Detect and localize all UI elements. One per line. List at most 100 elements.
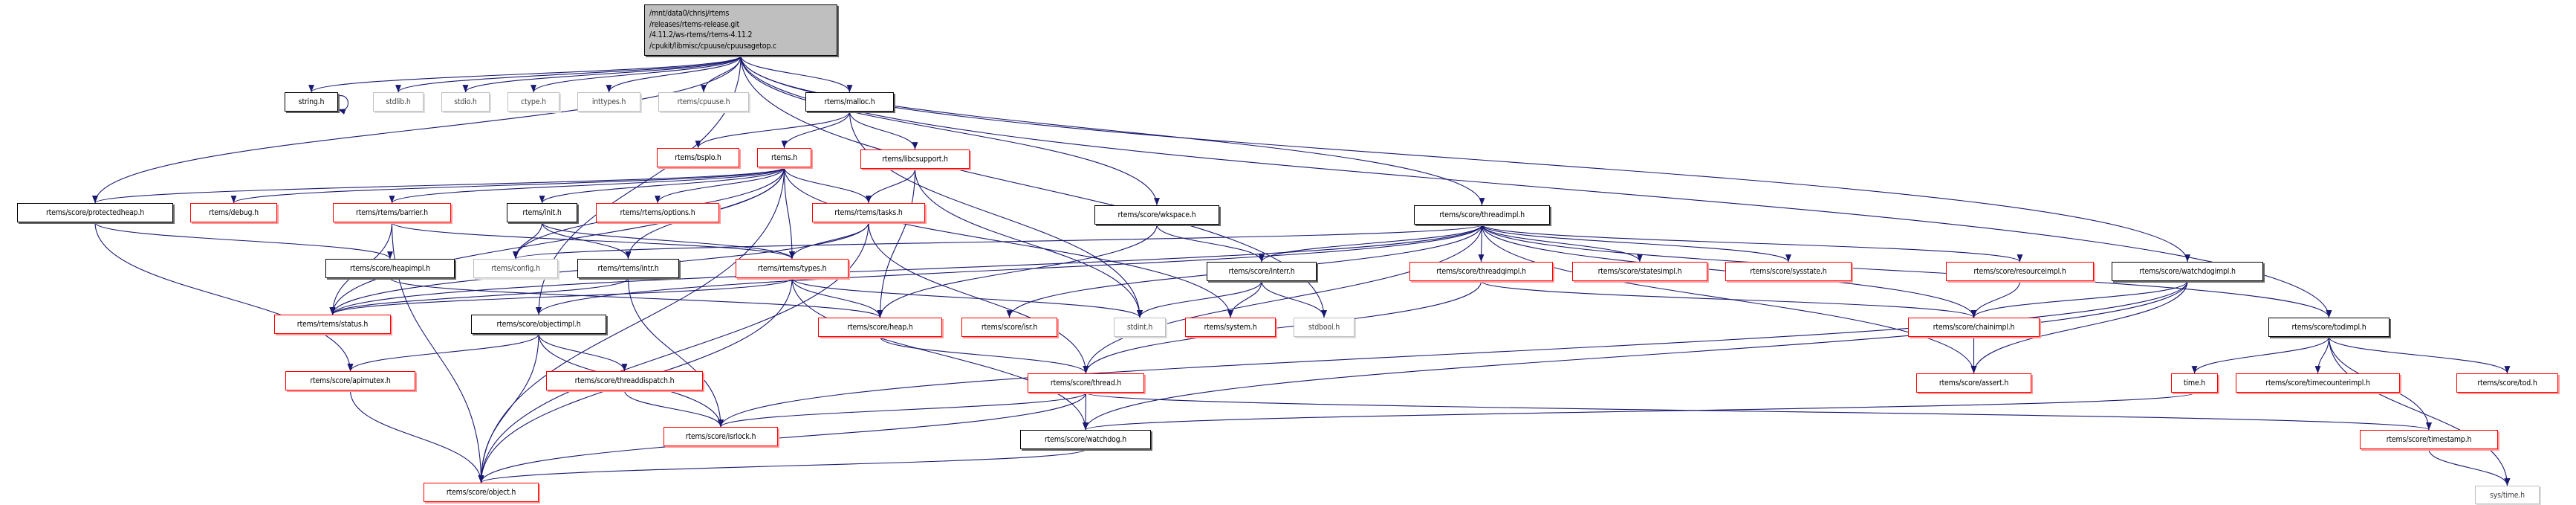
edge-watchdogimpl-to-watchdog — [1083, 280, 2188, 431]
edge-root-to-string — [308, 55, 742, 93]
edge-malloc-to-libcsupport — [849, 111, 918, 150]
node-tasks[interactable]: rtems/rtems/tasks.h — [812, 203, 925, 222]
edge-protectedheap-to-apimutex — [94, 222, 354, 372]
node-watchdog[interactable]: rtems/score/watchdog.h — [1020, 430, 1151, 449]
node-stdio[interactable]: stdio.h — [441, 92, 490, 112]
node-object[interactable]: rtems/score/object.h — [424, 483, 539, 502]
edge-malloc-to-bspio — [695, 111, 851, 149]
edge-apimutex-to-object — [349, 390, 484, 483]
node-threadimpl[interactable]: rtems/score/threadimpl.h — [1414, 205, 1550, 225]
edge-heap-to-thread — [879, 336, 1089, 374]
edge-rtemsh-to-init — [539, 167, 785, 204]
edge-root-to-wkspace — [740, 55, 1160, 206]
edge-tasks-to-thread — [868, 222, 1089, 374]
node-sysstate[interactable]: rtems/score/sysstate.h — [1725, 262, 1852, 281]
edge-threadqimpl-to-chainimpl — [1480, 280, 1977, 318]
edge-root-to-inttypes — [606, 55, 742, 93]
edge-types-to-watchdog — [791, 277, 1089, 431]
node-protectedheap[interactable]: rtems/score/protectedheap.h — [17, 203, 173, 222]
node-apimutex[interactable]: rtems/score/apimutex.h — [285, 371, 415, 390]
node-config[interactable]: rtems/config.h — [473, 259, 558, 278]
edge-thread-to-timestamp — [1085, 392, 2432, 431]
edge-types-to-status — [329, 277, 793, 315]
node-threaddispatch[interactable]: rtems/score/threaddispatch.h — [546, 371, 703, 390]
edge-intr-to-status — [329, 277, 629, 315]
node-statesimpl[interactable]: rtems/score/statesimpl.h — [1572, 262, 1707, 281]
node-root[interactable]: /mnt/data0/chrisj/rtems /releases/rtems-… — [644, 4, 837, 56]
edge-todimpl-to-systime — [2328, 336, 2511, 486]
edge-rtemsh-to-barrier — [389, 167, 785, 204]
node-resourceimpl[interactable]: rtems/score/resourceimpl.h — [1946, 262, 2094, 281]
edge-threadimpl-to-sysstate — [1481, 224, 1791, 263]
edge-root-to-ctype — [531, 55, 742, 93]
edge-wkspace-to-interr — [1156, 224, 1265, 263]
edge-root-to-stdlib — [395, 55, 742, 93]
edge-rtemsh-to-object — [478, 167, 785, 483]
edge-timestamp-to-systime — [2428, 448, 2511, 486]
node-stdbool[interactable]: stdbool.h — [1294, 318, 1354, 337]
node-objectimpl[interactable]: rtems/score/objectimpl.h — [471, 315, 606, 334]
node-wkspace[interactable]: rtems/score/wkspace.h — [1094, 205, 1219, 225]
node-types[interactable]: rtems/rtems/types.h — [736, 259, 849, 278]
node-todimpl[interactable]: rtems/score/todimpl.h — [2268, 318, 2390, 337]
edge-rtemsh-to-debug — [230, 167, 785, 204]
node-barrier[interactable]: rtems/rtems/barrier.h — [333, 203, 451, 222]
edge-libcsupport-to-stdint — [914, 168, 1143, 318]
node-bspio[interactable]: rtems/bspIo.h — [657, 148, 739, 167]
edge-rtemsh-to-protectedheap — [92, 167, 785, 204]
edge-threadimpl-to-resourceimpl — [1481, 224, 2023, 263]
node-assert[interactable]: rtems/score/assert.h — [1916, 373, 2031, 393]
node-libcsupport[interactable]: rtems/libcsupport.h — [860, 149, 970, 169]
node-debug[interactable]: rtems/debug.h — [190, 203, 277, 222]
node-cpuuse[interactable]: rtems/cpuuse.h — [658, 92, 749, 112]
node-time[interactable]: time.h — [2171, 373, 2218, 393]
edge-rtemsh-to-tasks — [783, 167, 872, 204]
node-tod[interactable]: rtems/score/tod.h — [2456, 373, 2558, 393]
edge-init-to-types — [541, 222, 795, 260]
node-heapimpl[interactable]: rtems/score/heapimpl.h — [325, 259, 455, 278]
node-stdint[interactable]: stdint.h — [1114, 318, 1166, 337]
edge-init-to-config — [513, 222, 543, 260]
node-interr[interactable]: rtems/score/interr.h — [1207, 262, 1317, 281]
node-thread[interactable]: rtems/score/thread.h — [1028, 373, 1144, 393]
edge-objectimpl-to-object — [478, 333, 539, 483]
node-chainimpl[interactable]: rtems/score/chainimpl.h — [1908, 318, 2040, 337]
edge-watchdog-to-object — [478, 448, 1086, 483]
node-systime[interactable]: sys/time.h — [2475, 486, 2540, 504]
edge-intr-to-isrlock — [627, 277, 724, 428]
edge-threadqimpl-to-thread — [1083, 280, 1482, 374]
edge-wkspace-to-heap — [877, 224, 1158, 318]
edge-rtemsh-to-options — [655, 167, 785, 204]
edge-rtemsh-to-types — [783, 167, 795, 260]
edge-objectimpl-to-threaddispatch — [538, 333, 628, 372]
edge-threadimpl-to-objectimpl — [536, 224, 1483, 315]
node-timestamp[interactable]: rtems/score/timestamp.h — [2360, 430, 2498, 449]
node-heap[interactable]: rtems/score/heap.h — [818, 318, 942, 337]
node-init[interactable]: rtems/init.h — [507, 203, 577, 222]
node-rtemsh[interactable]: rtems.h — [757, 148, 811, 167]
node-intr[interactable]: rtems/rtems/intr.h — [577, 259, 679, 278]
edge-barrier-to-types — [391, 222, 795, 260]
edge-time-to-watchdog — [1083, 392, 2196, 431]
node-status[interactable]: rtems/rtems/status.h — [274, 315, 391, 334]
node-malloc[interactable]: rtems/malloc.h — [805, 92, 894, 112]
edge-string-to-string — [337, 95, 348, 115]
node-options[interactable]: rtems/rtems/options.h — [596, 203, 719, 222]
edge-init-to-intr — [541, 222, 632, 260]
node-inttypes[interactable]: inttypes.h — [577, 92, 640, 112]
edge-types-to-stdint — [791, 277, 1143, 318]
node-watchdogimpl[interactable]: rtems/score/watchdogimpl.h — [2112, 262, 2263, 281]
node-stdlib[interactable]: stdlib.h — [373, 92, 424, 112]
node-ctype[interactable]: ctype.h — [507, 92, 559, 112]
node-timecounterimpl[interactable]: rtems/score/timecounterimpl.h — [2236, 373, 2400, 393]
node-isr[interactable]: rtems/score/isr.h — [961, 318, 1057, 337]
edge-watchdogimpl-to-assert — [1970, 280, 2188, 374]
edge-threadimpl-to-interr — [1259, 224, 1483, 263]
node-string[interactable]: string.h — [285, 92, 338, 112]
node-system[interactable]: rtems/system.h — [1185, 318, 1276, 337]
node-isrlock[interactable]: rtems/score/isrlock.h — [664, 427, 778, 446]
edge-threadimpl-to-todimpl — [1481, 224, 2332, 318]
node-threadqimpl[interactable]: rtems/score/threadqimpl.h — [1409, 262, 1553, 281]
